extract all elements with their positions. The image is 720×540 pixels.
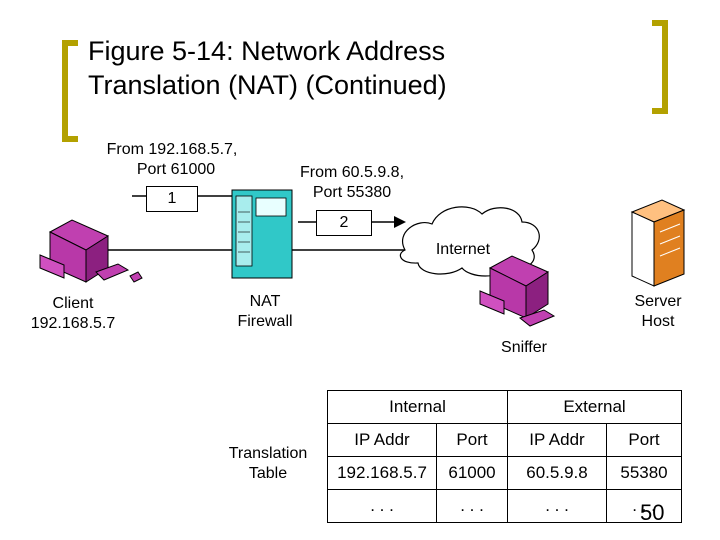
group-external: External bbox=[507, 390, 682, 424]
slide-title: Figure 5-14: Network Address Translation… bbox=[88, 34, 648, 102]
table-cell: 192.168.5.7 bbox=[327, 456, 437, 490]
table-cell: . . . bbox=[606, 489, 682, 523]
left-bracket-decoration bbox=[62, 40, 78, 142]
table-cell: . . . bbox=[436, 489, 508, 523]
table-row: . . . . . . . . . . . . bbox=[327, 489, 682, 523]
table-row: 192.168.5.7 61000 60.5.9.8 55380 bbox=[327, 456, 682, 490]
table-cell: . . . bbox=[507, 489, 607, 523]
step-2-badge: 2 bbox=[316, 210, 372, 236]
table-cell: 61000 bbox=[436, 456, 508, 490]
internet-cloud bbox=[399, 206, 540, 277]
nat-firewall-label: NAT Firewall bbox=[237, 293, 293, 330]
table-cell: . . . bbox=[327, 489, 437, 523]
table-cell: 60.5.9.8 bbox=[507, 456, 607, 490]
client-label: Client 192.168.5.7 bbox=[30, 295, 116, 332]
table-header-cell: IP Addr bbox=[327, 423, 437, 457]
table-header-cell: Port bbox=[606, 423, 682, 457]
table-group-header-row: Internal External bbox=[327, 390, 682, 424]
right-bracket-decoration bbox=[652, 20, 668, 114]
nat-firewall-icon bbox=[231, 189, 293, 279]
from-client-label: From 192.168.5.7, Port 61000 bbox=[106, 141, 238, 178]
table-header-cell: Port bbox=[436, 423, 508, 457]
group-internal: Internal bbox=[327, 390, 508, 424]
sniffer-computer-icon bbox=[479, 255, 556, 327]
table-header-row: IP Addr Port IP Addr Port bbox=[327, 423, 682, 457]
server-host-icon bbox=[630, 199, 686, 287]
translation-table-label: Translation Table bbox=[228, 445, 308, 482]
title-line-2: Translation (NAT) (Continued) bbox=[88, 70, 447, 100]
title-line-1: Figure 5-14: Network Address bbox=[88, 36, 446, 66]
sniffer-label: Sniffer bbox=[501, 339, 547, 356]
step-1-badge: 1 bbox=[146, 186, 198, 212]
table-cell: 55380 bbox=[606, 456, 682, 490]
internet-label: Internet bbox=[435, 241, 491, 258]
from-nat-label: From 60.5.9.8, Port 55380 bbox=[299, 164, 405, 201]
client-computer-icon bbox=[39, 219, 143, 283]
page-number: 50 bbox=[640, 500, 665, 525]
translation-table: Internal External IP Addr Port IP Addr P… bbox=[327, 390, 682, 523]
table-header-cell: IP Addr bbox=[507, 423, 607, 457]
server-host-label: Server Host bbox=[634, 293, 682, 330]
